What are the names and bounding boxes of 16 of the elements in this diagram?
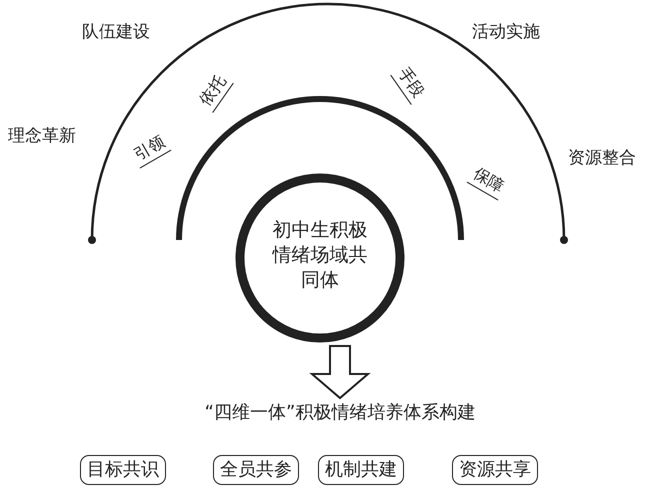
underlined-label: 保障 — [466, 162, 510, 200]
hollow-arrow — [309, 345, 371, 400]
dimension-label: 活动实施 — [472, 21, 540, 43]
dimension-label: 资源整合 — [568, 147, 636, 169]
result-text: “四维一体”积极情绪培养体系构建 — [150, 400, 530, 424]
underlined-label: 引领 — [128, 130, 172, 168]
dimension-label: 队伍建设 — [82, 21, 150, 43]
keyword-box: 目标共识 — [80, 455, 166, 485]
underlined-label: 依托 — [194, 70, 234, 113]
circle-label: 初中生积极情绪场域共同体 — [271, 218, 368, 293]
dimension-label: 理念革新 — [8, 125, 76, 147]
underlined-label: 手段 — [390, 62, 430, 105]
keyword-box: 全员共参 — [213, 455, 299, 485]
ring-circle — [236, 174, 404, 342]
keyword-box: 机制共建 — [318, 455, 404, 485]
keyword-box: 资源共享 — [452, 455, 538, 485]
